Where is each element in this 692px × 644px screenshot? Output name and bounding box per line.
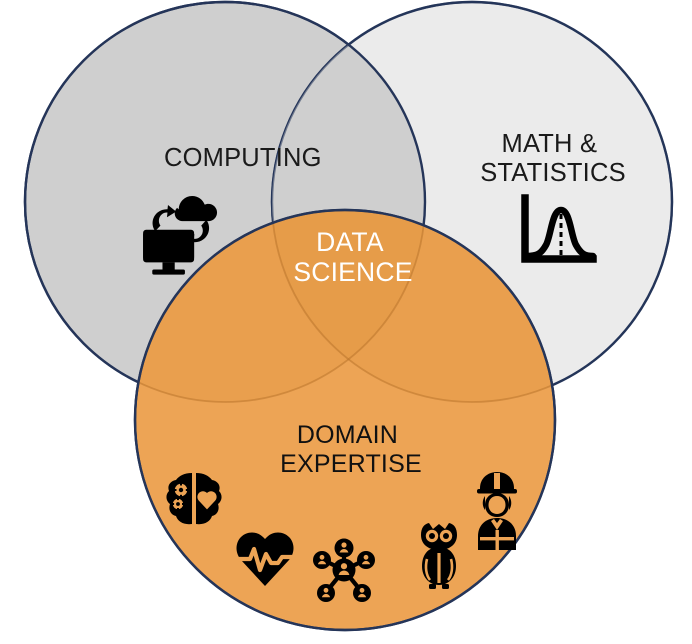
set-label-computing: COMPUTING bbox=[164, 144, 322, 172]
orange-overlap-shading bbox=[135, 210, 555, 403]
brain-gears-heart-icon bbox=[166, 473, 222, 525]
bell-curve-icon bbox=[521, 194, 597, 263]
set-label-math-statistics: MATH & STATISTICS bbox=[480, 130, 626, 187]
owl-icon bbox=[421, 523, 457, 589]
social-network-icon bbox=[313, 538, 375, 602]
engineer-worker-icon bbox=[477, 472, 517, 550]
heartbeat-icon bbox=[235, 532, 295, 586]
cloud-computing-icon bbox=[143, 195, 218, 275]
set-label-domain-expertise: DOMAIN EXPERTISE bbox=[280, 421, 422, 478]
intersection-label-data-science: DATA SCIENCE bbox=[293, 227, 412, 287]
set-outline-domain-expertise bbox=[133, 208, 557, 632]
